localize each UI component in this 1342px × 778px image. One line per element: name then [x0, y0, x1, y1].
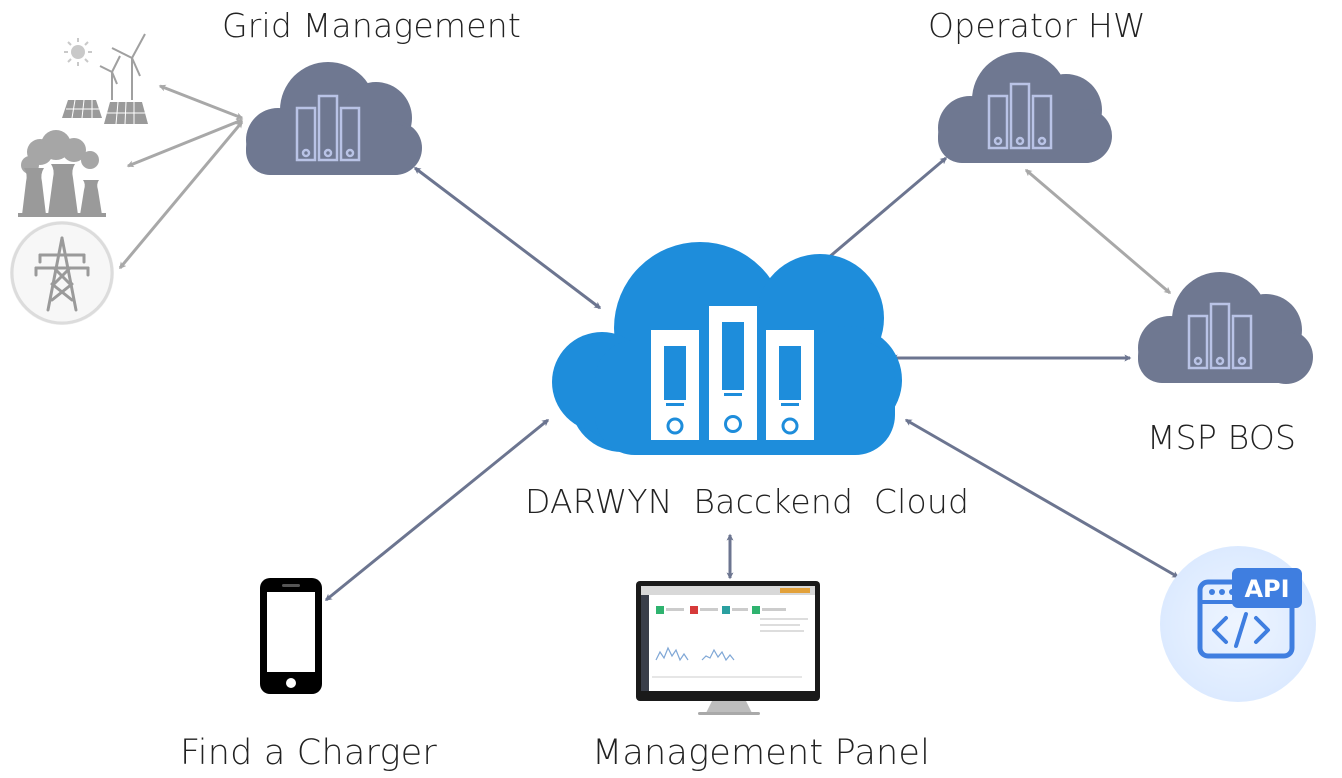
- power-plant-icon: [18, 130, 106, 217]
- grid-management-label: Grid Management: [222, 6, 521, 45]
- grid-cloud-icon: [246, 62, 422, 175]
- msp-cloud-icon: [1138, 272, 1313, 384]
- monitor-dashboard-icon: [636, 581, 820, 715]
- management-panel-label: Management Panel: [592, 733, 931, 773]
- arrow-main-grid: [413, 166, 602, 310]
- backend-cloud-label: DARWYN Bacckend Cloud: [525, 482, 970, 521]
- transmission-tower-icon: [10, 221, 114, 325]
- arrow-operator-msp: [1024, 168, 1172, 295]
- arrow-grid-tower: [118, 120, 244, 270]
- arrow-main-api: [904, 418, 1180, 579]
- api-code-icon: API: [1160, 546, 1316, 702]
- arrow-main-phone: [324, 418, 550, 602]
- smartphone-icon: [260, 578, 322, 694]
- api-badge-text: API: [1244, 575, 1289, 603]
- solar-wind-icon: [62, 33, 148, 125]
- find-charger-label: Find a Charger: [180, 733, 437, 773]
- operator-hw-label: Operator HW: [928, 6, 1146, 45]
- operator-cloud-icon: [938, 52, 1112, 163]
- connectors: [118, 84, 1180, 602]
- msp-bos-label: MSP BOS: [1147, 418, 1297, 457]
- server-stack-main: [651, 306, 814, 440]
- dashboard-cards: [656, 606, 786, 614]
- backend-cloud-icon: [552, 242, 902, 455]
- arrow-grid-solar: [158, 84, 244, 120]
